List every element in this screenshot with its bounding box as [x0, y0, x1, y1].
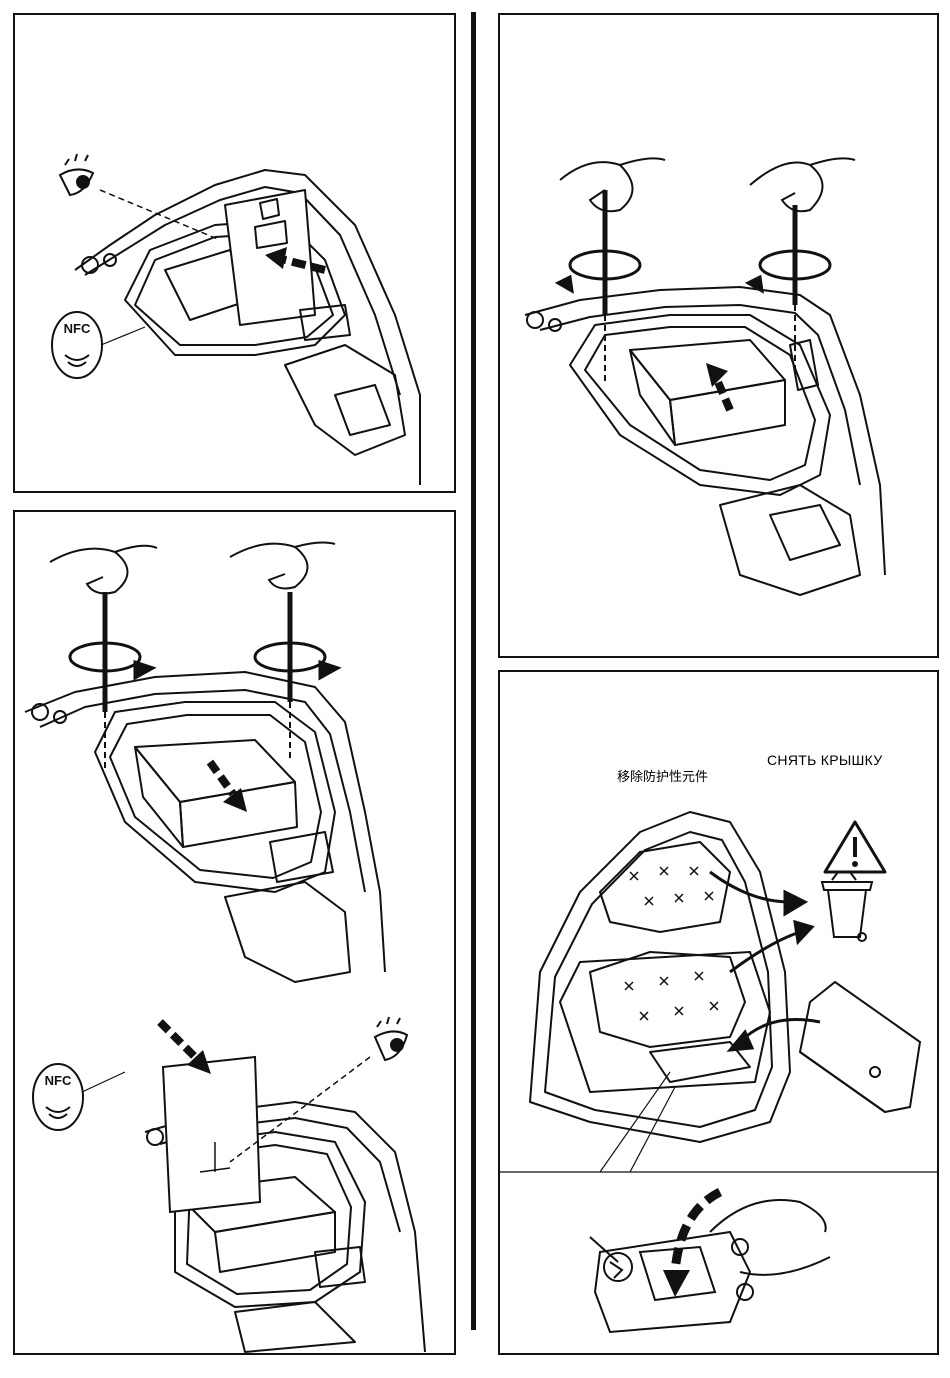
eye-icon [375, 1017, 407, 1060]
center-divider [471, 12, 476, 1330]
nfc-icon: NFC [52, 312, 145, 378]
panel-screw-and-insert: NFC [13, 510, 456, 1355]
device-illustration-1: NFC [15, 15, 454, 491]
panel-remove-cover: СНЯТЬ КРЫШКУ 移除防护性元件 [498, 670, 939, 1355]
eye-icon [60, 154, 93, 195]
warning-icon [825, 822, 885, 872]
label-remove-cover-ru: СНЯТЬ КРЫШКУ [767, 752, 882, 768]
nfc-badge-label: NFC [45, 1073, 72, 1088]
arrow-icon [160, 762, 247, 1074]
nfc-badge-label: NFC [64, 321, 91, 336]
hand-icon [710, 1200, 830, 1300]
hand-icon [50, 543, 335, 594]
nfc-icon: NFC [33, 1064, 125, 1130]
rotate-arrow-icon [70, 643, 338, 678]
panel-unscrew-top [498, 13, 939, 658]
label-remove-cover-cn: 移除防护性元件 [617, 766, 708, 785]
device-illustration-3: NFC [15, 512, 454, 1353]
panel-insert-module-top: NFC [13, 13, 456, 493]
device-illustration-4 [500, 672, 937, 1353]
recycle-bin-icon [822, 872, 872, 941]
arrow-icon [706, 363, 730, 410]
device-illustration-2 [500, 15, 937, 656]
rotate-arrow-icon [558, 251, 830, 291]
